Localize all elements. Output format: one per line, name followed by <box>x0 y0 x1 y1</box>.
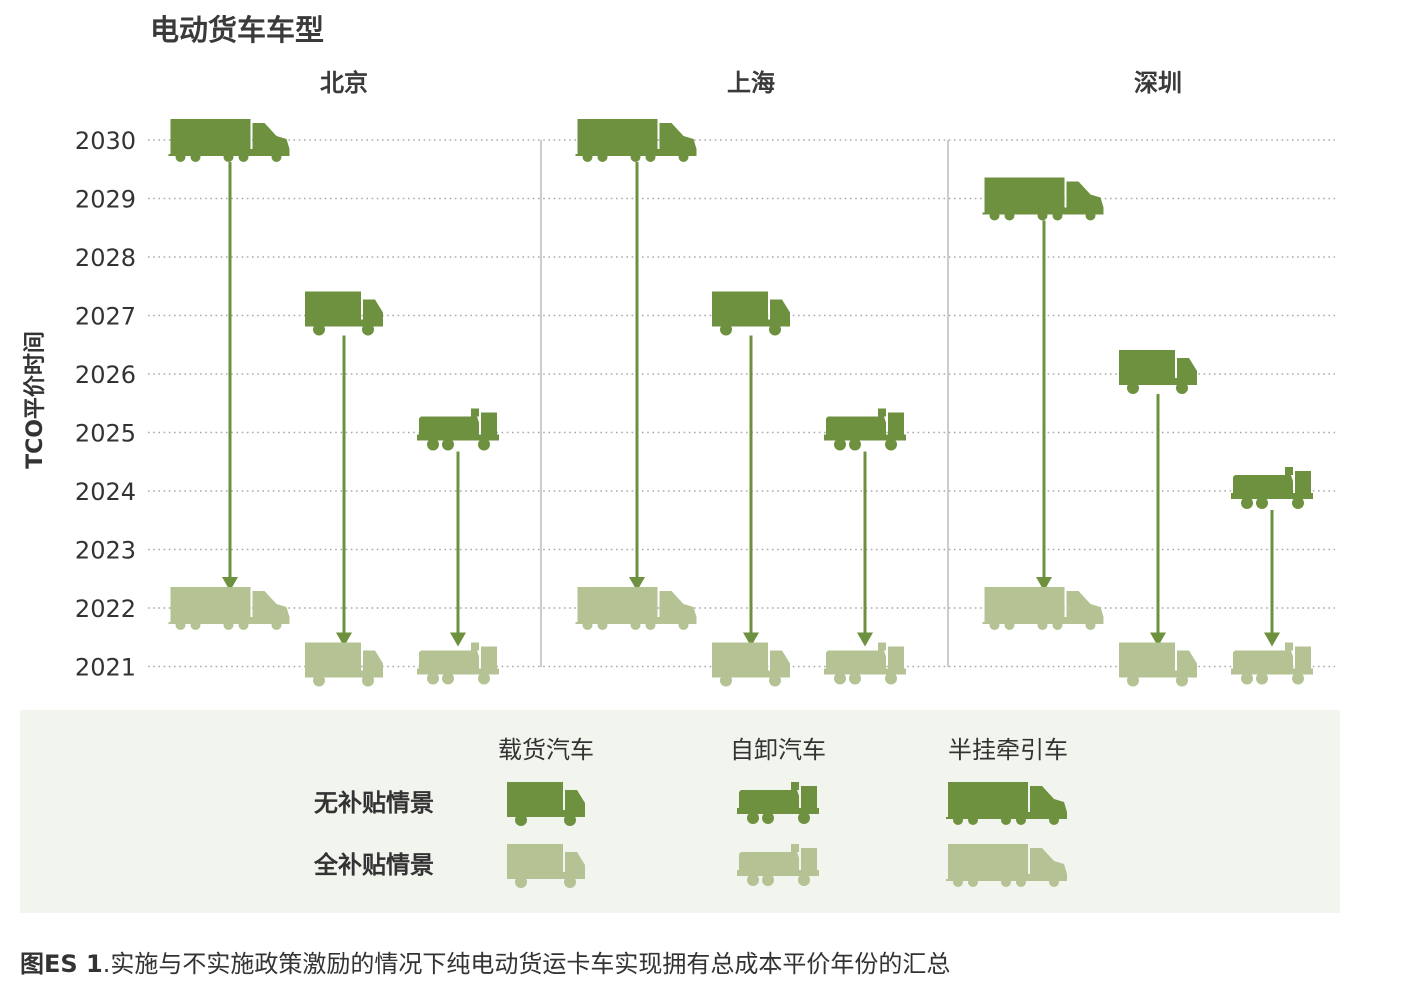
box-truck-icon-no-subsidy <box>1119 350 1197 394</box>
parity-arrow-head <box>857 632 873 647</box>
chart-title: 电动货车车型 <box>150 13 324 47</box>
dump-truck-icon-no-subsidy <box>1231 467 1313 509</box>
legend-column-label: 自卸汽车 <box>730 736 826 764</box>
y-tick-label: 2021 <box>75 654 136 682</box>
y-tick-label: 2023 <box>75 537 136 565</box>
parity-arrow-head <box>336 632 352 647</box>
dump-truck-icon-no-subsidy <box>824 408 906 451</box>
y-tick-label: 2022 <box>75 595 136 623</box>
city-label: 深圳 <box>1134 69 1182 97</box>
city-label: 北京 <box>320 69 368 97</box>
semi-truck-icon-full-subsidy <box>575 587 697 630</box>
y-tick-label: 2024 <box>75 478 136 506</box>
legend-row-label: 全补贴情景 <box>313 851 434 879</box>
parity-arrow-head <box>1036 577 1052 591</box>
dump-truck-icon-full-subsidy <box>824 642 906 685</box>
legend-column-label: 载货汽车 <box>498 736 594 764</box>
figure-caption: 图ES 1.实施与不实施政策激励的情况下纯电动货运卡车实现拥有总成本平价年份的汇… <box>20 944 950 979</box>
semi-truck-icon-no-subsidy <box>575 119 697 162</box>
legend-background <box>20 710 1340 913</box>
caption-label: 图ES 1 <box>20 950 103 978</box>
city-label: 上海 <box>727 69 775 97</box>
dump-truck-icon-full-subsidy <box>417 642 499 685</box>
parity-arrow-head <box>1150 632 1166 647</box>
semi-truck-icon-full-subsidy <box>982 587 1104 630</box>
y-axis-label: TCO平价时间 <box>23 331 48 469</box>
legend-row-label: 无补贴情景 <box>314 789 434 817</box>
semi-truck-icon-no-subsidy <box>982 177 1104 221</box>
parity-arrow-head <box>743 632 759 647</box>
box-truck-icon-no-subsidy <box>305 291 383 336</box>
caption-text: .实施与不实施政策激励的情况下纯电动货运卡车实现拥有总成本平价年份的汇总 <box>102 950 951 978</box>
dump-truck-icon-full-subsidy <box>1231 642 1313 685</box>
parity-arrow-head <box>450 632 466 647</box>
box-truck-icon-full-subsidy <box>305 642 383 687</box>
parity-arrow-head <box>629 577 645 591</box>
dump-truck-icon-no-subsidy <box>417 408 499 451</box>
y-tick-label: 2026 <box>75 361 136 389</box>
y-tick-label: 2029 <box>75 186 136 214</box>
y-tick-label: 2028 <box>75 244 136 272</box>
box-truck-icon-full-subsidy <box>712 642 790 687</box>
box-truck-icon-full-subsidy <box>1119 642 1197 687</box>
y-tick-label: 2025 <box>75 420 136 448</box>
parity-arrow-head <box>1264 632 1280 647</box>
semi-truck-icon-no-subsidy <box>168 119 290 162</box>
y-tick-label: 2027 <box>75 303 136 331</box>
parity-arrow-head <box>222 577 238 591</box>
y-tick-label: 2030 <box>75 127 136 155</box>
semi-truck-icon-full-subsidy <box>168 587 290 630</box>
box-truck-icon-no-subsidy <box>712 291 790 336</box>
legend-column-label: 半挂牵引车 <box>948 736 1068 764</box>
